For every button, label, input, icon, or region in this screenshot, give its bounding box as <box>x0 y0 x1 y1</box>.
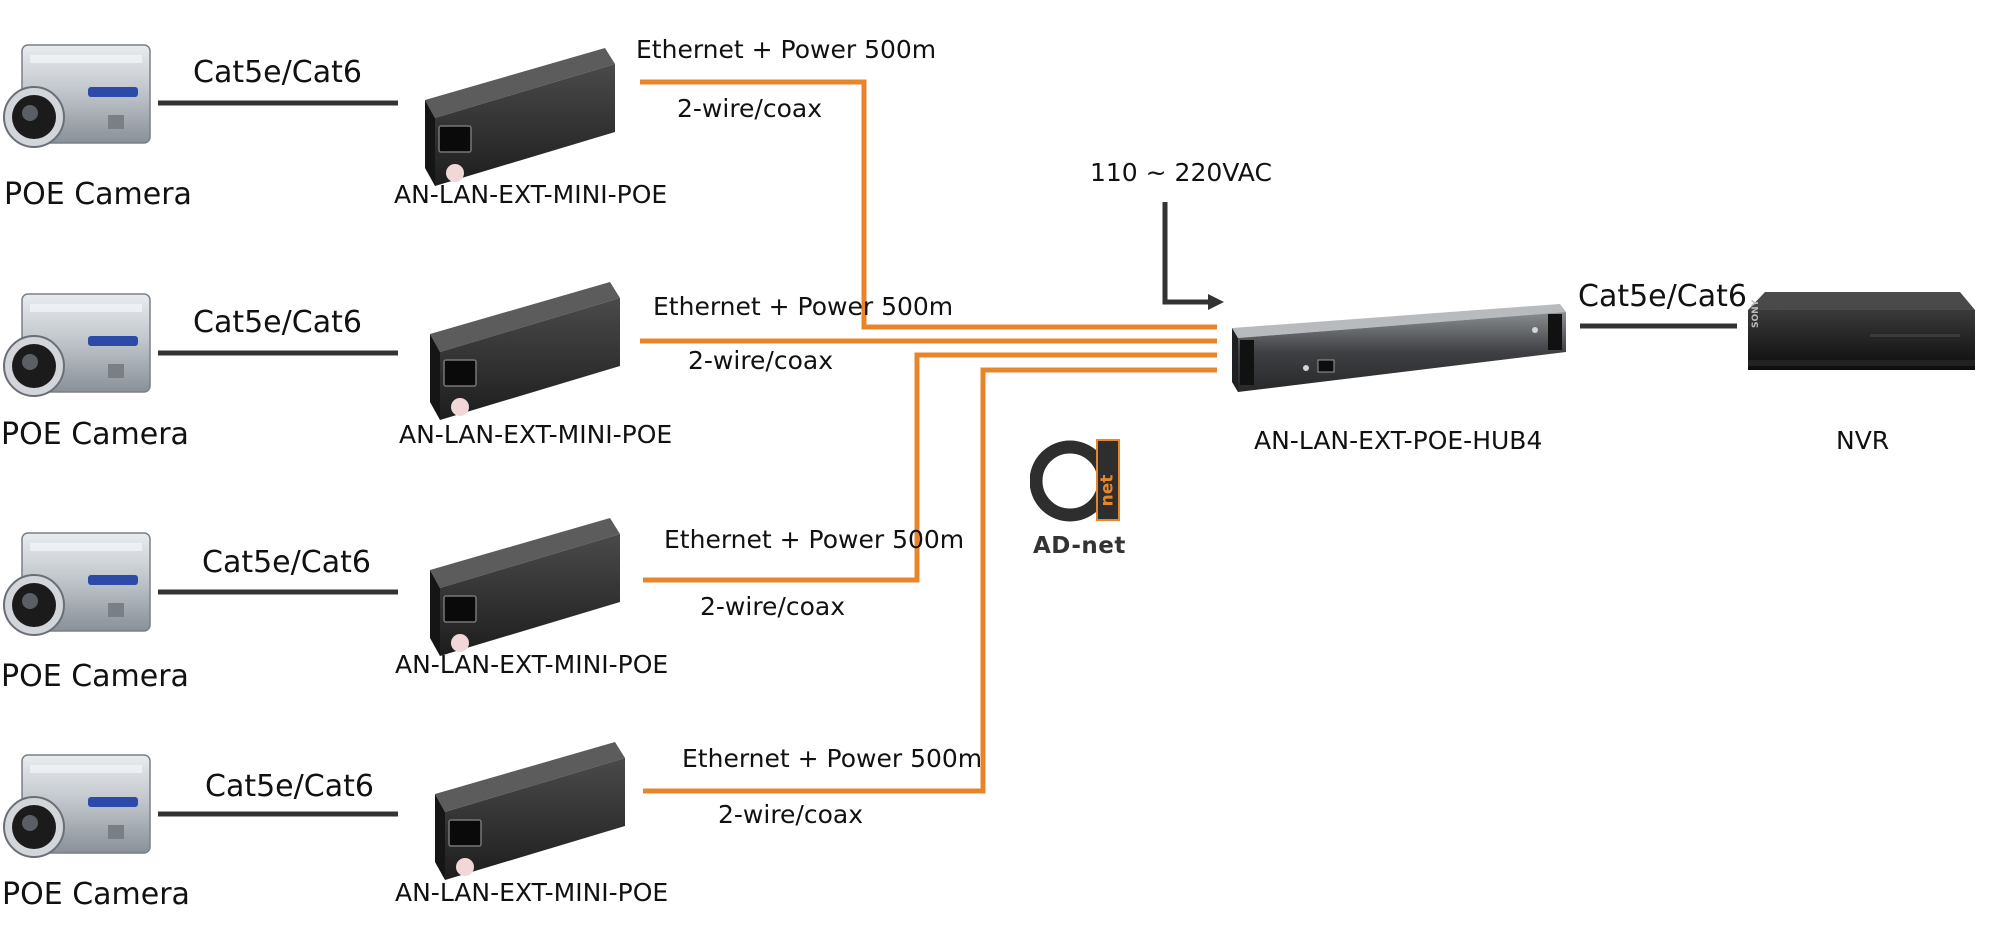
adnet-logo-icon <box>1030 439 1120 522</box>
nvr-recorder <box>1748 292 1975 370</box>
power-label: 110 ~ 220VAC <box>1090 158 1272 187</box>
cable-label-4: Cat5e/Cat6 <box>205 769 374 804</box>
coax-link-3 <box>643 352 1217 583</box>
nvr-cable-label: Cat5e/Cat6 <box>1578 279 1747 314</box>
poe-camera-2 <box>3 293 151 397</box>
camera-label-4: POE Camera <box>2 877 190 912</box>
hub-label: AN-LAN-EXT-POE-HUB4 <box>1254 426 1543 455</box>
power-arrow-head <box>1208 294 1224 310</box>
ethernet-power-label-3: Ethernet + Power 500m <box>664 525 965 554</box>
adnet-logo: net <box>1030 436 1130 526</box>
nvr-brand-mark: SONY <box>1751 299 1761 328</box>
coax-link-1 <box>640 79 1217 330</box>
poe-camera-1 <box>3 44 151 148</box>
wire-label-2: 2-wire/coax <box>688 346 834 375</box>
mini-poe-extender-4 <box>435 742 625 880</box>
wire-label-1: 2-wire/coax <box>677 94 823 123</box>
ethernet-power-label-4: Ethernet + Power 500m <box>682 744 983 773</box>
adnet-brand-label: AD-net <box>1033 533 1126 559</box>
extender-label-2: AN-LAN-EXT-MINI-POE <box>399 420 673 449</box>
mini-poe-extender-3 <box>430 518 620 656</box>
ethernet-power-label-1: Ethernet + Power 500m <box>636 35 937 64</box>
wire-label-3: 2-wire/coax <box>700 592 846 621</box>
camera-label-3: POE Camera <box>1 659 189 694</box>
extender-label-4: AN-LAN-EXT-MINI-POE <box>395 878 669 907</box>
poe-camera-3 <box>3 532 151 636</box>
camera-label-2: POE Camera <box>1 417 189 452</box>
mini-poe-extender-2 <box>430 282 620 420</box>
extender-label-3: AN-LAN-EXT-MINI-POE <box>395 650 669 679</box>
power-arrow-line <box>1162 202 1208 305</box>
wire-label-4: 2-wire/coax <box>718 800 864 829</box>
extender-label-1: AN-LAN-EXT-MINI-POE <box>394 180 668 209</box>
cable-label-2: Cat5e/Cat6 <box>193 305 362 340</box>
cable-label-1: Cat5e/Cat6 <box>193 55 362 90</box>
nvr-label: NVR <box>1836 426 1890 455</box>
poe-camera-4 <box>3 754 151 858</box>
mini-poe-extender-1 <box>425 48 615 186</box>
camera-label-1: POE Camera <box>4 177 192 212</box>
coax-link-4 <box>643 367 1217 794</box>
adnet-logo-text: net <box>1097 474 1118 507</box>
poe-hub <box>1232 304 1566 392</box>
cable-label-3: Cat5e/Cat6 <box>202 545 371 580</box>
ethernet-power-label-2: Ethernet + Power 500m <box>653 292 954 321</box>
